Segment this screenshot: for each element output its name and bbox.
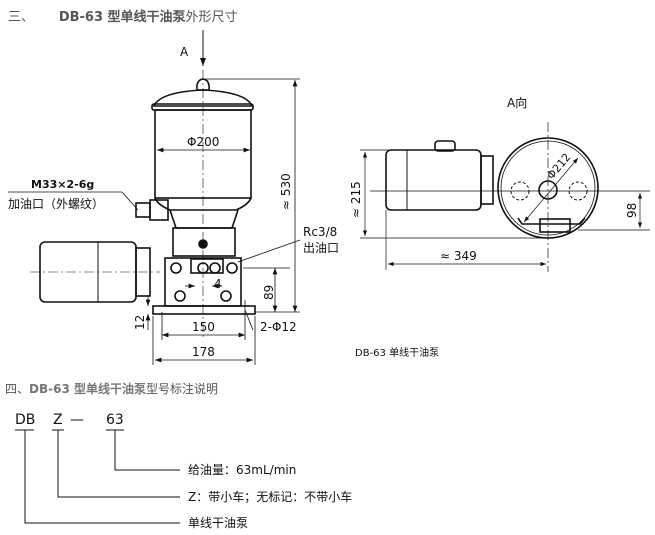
side-view — [360, 122, 650, 272]
desc-z: Z：带小车；无标记：不带小车 — [188, 489, 352, 504]
reservoir-diameter: Φ200 — [187, 135, 219, 149]
code-dash: — — [70, 412, 84, 428]
foot-plate — [152, 305, 256, 315]
mount-holes: 2-Φ12 — [260, 320, 297, 334]
model-code-diagram: DB Z — 63 给油量：63mL/min Z：带小车；无标记：不带小车 单线… — [15, 412, 352, 530]
side-caption: DB-63 单线干油泵 — [355, 346, 439, 359]
front-view — [8, 30, 301, 365]
desc-63: 给油量：63mL/min — [188, 463, 296, 477]
dim-150: 150 — [192, 320, 215, 334]
desc-db: 单线干油泵 — [188, 516, 248, 530]
side-diameter: Φ212 — [544, 151, 573, 182]
code-63: 63 — [106, 412, 124, 428]
code-db: DB — [15, 412, 35, 428]
fill-port-thread: M33×2-6g — [31, 178, 94, 191]
height-dim: ≈ 530 — [279, 173, 293, 210]
heading-prefix: 四、 — [5, 382, 30, 396]
heading-model: DB-63 型单线干油泵 — [29, 382, 146, 396]
dim-4: 4 — [214, 277, 222, 291]
outlet-thread: Rc3/8 — [303, 225, 337, 239]
dim-89: 89 — [262, 285, 276, 300]
heading-suffix: 型号标注说明 — [145, 382, 218, 396]
side-view-title: A向 — [507, 95, 527, 110]
heading-model: DB-63 型单线干油泵 — [58, 10, 186, 25]
side-view-labels: A向 Φ212 ≈ 215 ≈ 349 98 DB-63 单线干油泵 — [349, 95, 639, 359]
code-z: Z — [53, 412, 63, 428]
dim-178: 178 — [192, 345, 215, 359]
dim-98: 98 — [625, 203, 639, 218]
front-view-labels: A Φ200 ≈ 530 M33×2-6g 加油口（外螺纹） Rc3/8 出油口… — [8, 45, 339, 359]
view-arrow-label: A — [180, 45, 189, 59]
section-4-heading: 四、DB-63 型单线干油泵型号标注说明 — [5, 380, 218, 397]
section-3-heading: 三、 DB-63 型单线干油泵外形尺寸 — [8, 6, 238, 25]
dim-12: 12 — [133, 315, 147, 330]
side-motor — [385, 149, 482, 211]
heading-prefix: 三、 — [8, 10, 35, 25]
fill-port-label: 加油口（外螺纹） — [8, 197, 104, 211]
outlet-label: 出油口 — [303, 241, 339, 255]
heading-suffix: 外形尺寸 — [185, 10, 238, 25]
length-dim: ≈ 349 — [440, 249, 477, 263]
width-dim: ≈ 215 — [349, 181, 363, 218]
